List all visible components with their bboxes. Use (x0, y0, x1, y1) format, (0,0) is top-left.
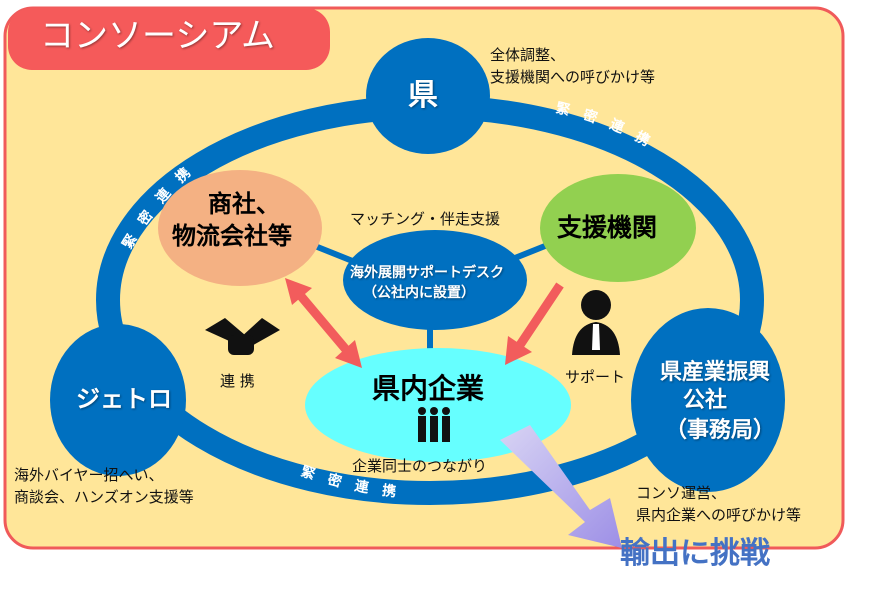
promotion-note-1: コンソ運営、 (636, 484, 727, 502)
prefecture-label: 県 (408, 78, 438, 113)
jetro-note-2: 商談会、ハンズオン支援等 (14, 488, 194, 506)
people-icon (418, 407, 450, 442)
node-jetro (50, 324, 186, 476)
companies-label: 県内企業 (372, 372, 485, 405)
double-arrow-trading (285, 278, 362, 368)
jetro-label: ジェトロ (76, 385, 172, 413)
node-trading (158, 170, 322, 286)
node-promotion (631, 308, 785, 492)
matching-note: マッチング・伴走支援 (350, 210, 501, 228)
node-companies (305, 348, 571, 462)
node-support-org (540, 174, 696, 282)
title-tab (8, 8, 330, 70)
promotion-label-2: 公社 (683, 388, 728, 413)
businessman-icon (572, 290, 620, 355)
arrow-support (505, 282, 564, 365)
support-org-label: 支援機関 (557, 213, 658, 242)
handshake-icon (205, 318, 280, 355)
desk-label-2: （公社内に設置） (363, 285, 475, 301)
goal-label: 輸出に挑戦 (620, 536, 770, 571)
network-note: 企業同士のつながり (352, 457, 488, 475)
promotion-label-3: （事務局） (665, 418, 776, 443)
trading-label-1: 商社、 (208, 190, 280, 218)
trading-label-2: 物流会社等 (172, 222, 292, 250)
desk-label-1: 海外展開サポートデスク (350, 265, 504, 281)
promotion-label-1: 県産業振興 (660, 360, 771, 385)
node-desk (343, 230, 527, 330)
support-note: サポート (565, 368, 626, 386)
consortium-title: コンソーシアム (40, 16, 275, 56)
prefecture-note-2: 支援機関への呼びかけ等 (490, 68, 656, 86)
promotion-note-2: 県内企業への呼びかけ等 (636, 506, 802, 524)
node-prefecture (366, 38, 490, 154)
prefecture-note-1: 全体調整、 (490, 46, 566, 64)
jetro-note-1: 海外バイヤー招へい、 (14, 466, 164, 484)
goal-arrow (500, 425, 622, 548)
cooperation-note: 連 携 (220, 372, 255, 390)
